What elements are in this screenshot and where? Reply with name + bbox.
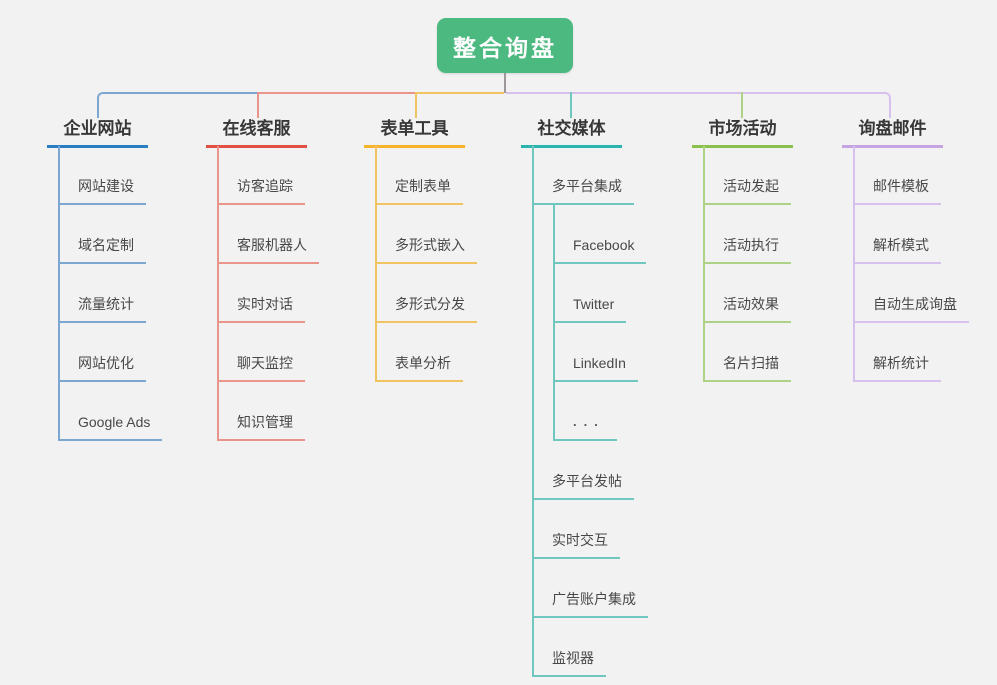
child-node[interactable]: 表单分析: [375, 353, 463, 382]
child-node[interactable]: 活动执行: [703, 235, 791, 264]
child-node[interactable]: 活动发起: [703, 176, 791, 205]
child-node[interactable]: 流量统计: [58, 294, 146, 323]
child-node[interactable]: 广告账户集成: [532, 589, 648, 618]
child-node[interactable]: 多平台集成: [532, 176, 634, 205]
child-node[interactable]: 实时交互: [532, 530, 620, 559]
subchild-node[interactable]: LinkedIn: [553, 353, 638, 382]
subchild-node[interactable]: Facebook: [553, 235, 647, 264]
child-node[interactable]: Google Ads: [58, 412, 163, 441]
subchild-node[interactable]: Twitter: [553, 294, 627, 323]
child-node[interactable]: 多平台发帖: [532, 471, 634, 500]
child-node[interactable]: 活动效果: [703, 294, 791, 323]
child-node[interactable]: 网站优化: [58, 353, 146, 382]
child-node[interactable]: 解析模式: [853, 235, 941, 264]
child-node[interactable]: 邮件模板: [853, 176, 941, 205]
branch-heading[interactable]: 表单工具: [364, 118, 465, 148]
child-node[interactable]: 域名定制: [58, 235, 146, 264]
branch-trunk-line: [217, 146, 219, 439]
drop-social-media: [570, 92, 572, 118]
branch-heading[interactable]: 询盘邮件: [842, 118, 943, 148]
branch-heading[interactable]: 企业网站: [47, 118, 148, 148]
root-stem-connector: [504, 73, 506, 93]
child-node[interactable]: 定制表单: [375, 176, 463, 205]
subchild-node-more[interactable]: ...: [553, 412, 617, 441]
rail-segment-form-tools: [415, 92, 504, 118]
child-node[interactable]: 知识管理: [217, 412, 305, 441]
branch-trunk-line: [58, 146, 60, 439]
branch-heading[interactable]: 在线客服: [206, 118, 307, 148]
child-node[interactable]: 实时对话: [217, 294, 305, 323]
branch-heading[interactable]: 市场活动: [692, 118, 793, 148]
child-node[interactable]: 访客追踪: [217, 176, 305, 205]
child-node[interactable]: 网站建设: [58, 176, 146, 205]
rail-segment-online-service: [257, 92, 415, 118]
child-node[interactable]: 监视器: [532, 648, 606, 677]
child-node[interactable]: 聊天监控: [217, 353, 305, 382]
child-node[interactable]: 名片扫描: [703, 353, 791, 382]
rail-segment-corporate-website: [97, 92, 257, 118]
child-node[interactable]: 自动生成询盘: [853, 294, 969, 323]
child-node[interactable]: 多形式嵌入: [375, 235, 477, 264]
root-node[interactable]: 整合询盘: [437, 18, 573, 73]
rail-segment-inquiry-mail: [506, 92, 891, 118]
branch-heading[interactable]: 社交媒体: [521, 118, 622, 148]
branch-trunk-line: [532, 146, 534, 675]
child-node[interactable]: 客服机器人: [217, 235, 319, 264]
drop-marketing: [741, 92, 743, 118]
child-node[interactable]: 解析统计: [853, 353, 941, 382]
child-node[interactable]: 多形式分发: [375, 294, 477, 323]
